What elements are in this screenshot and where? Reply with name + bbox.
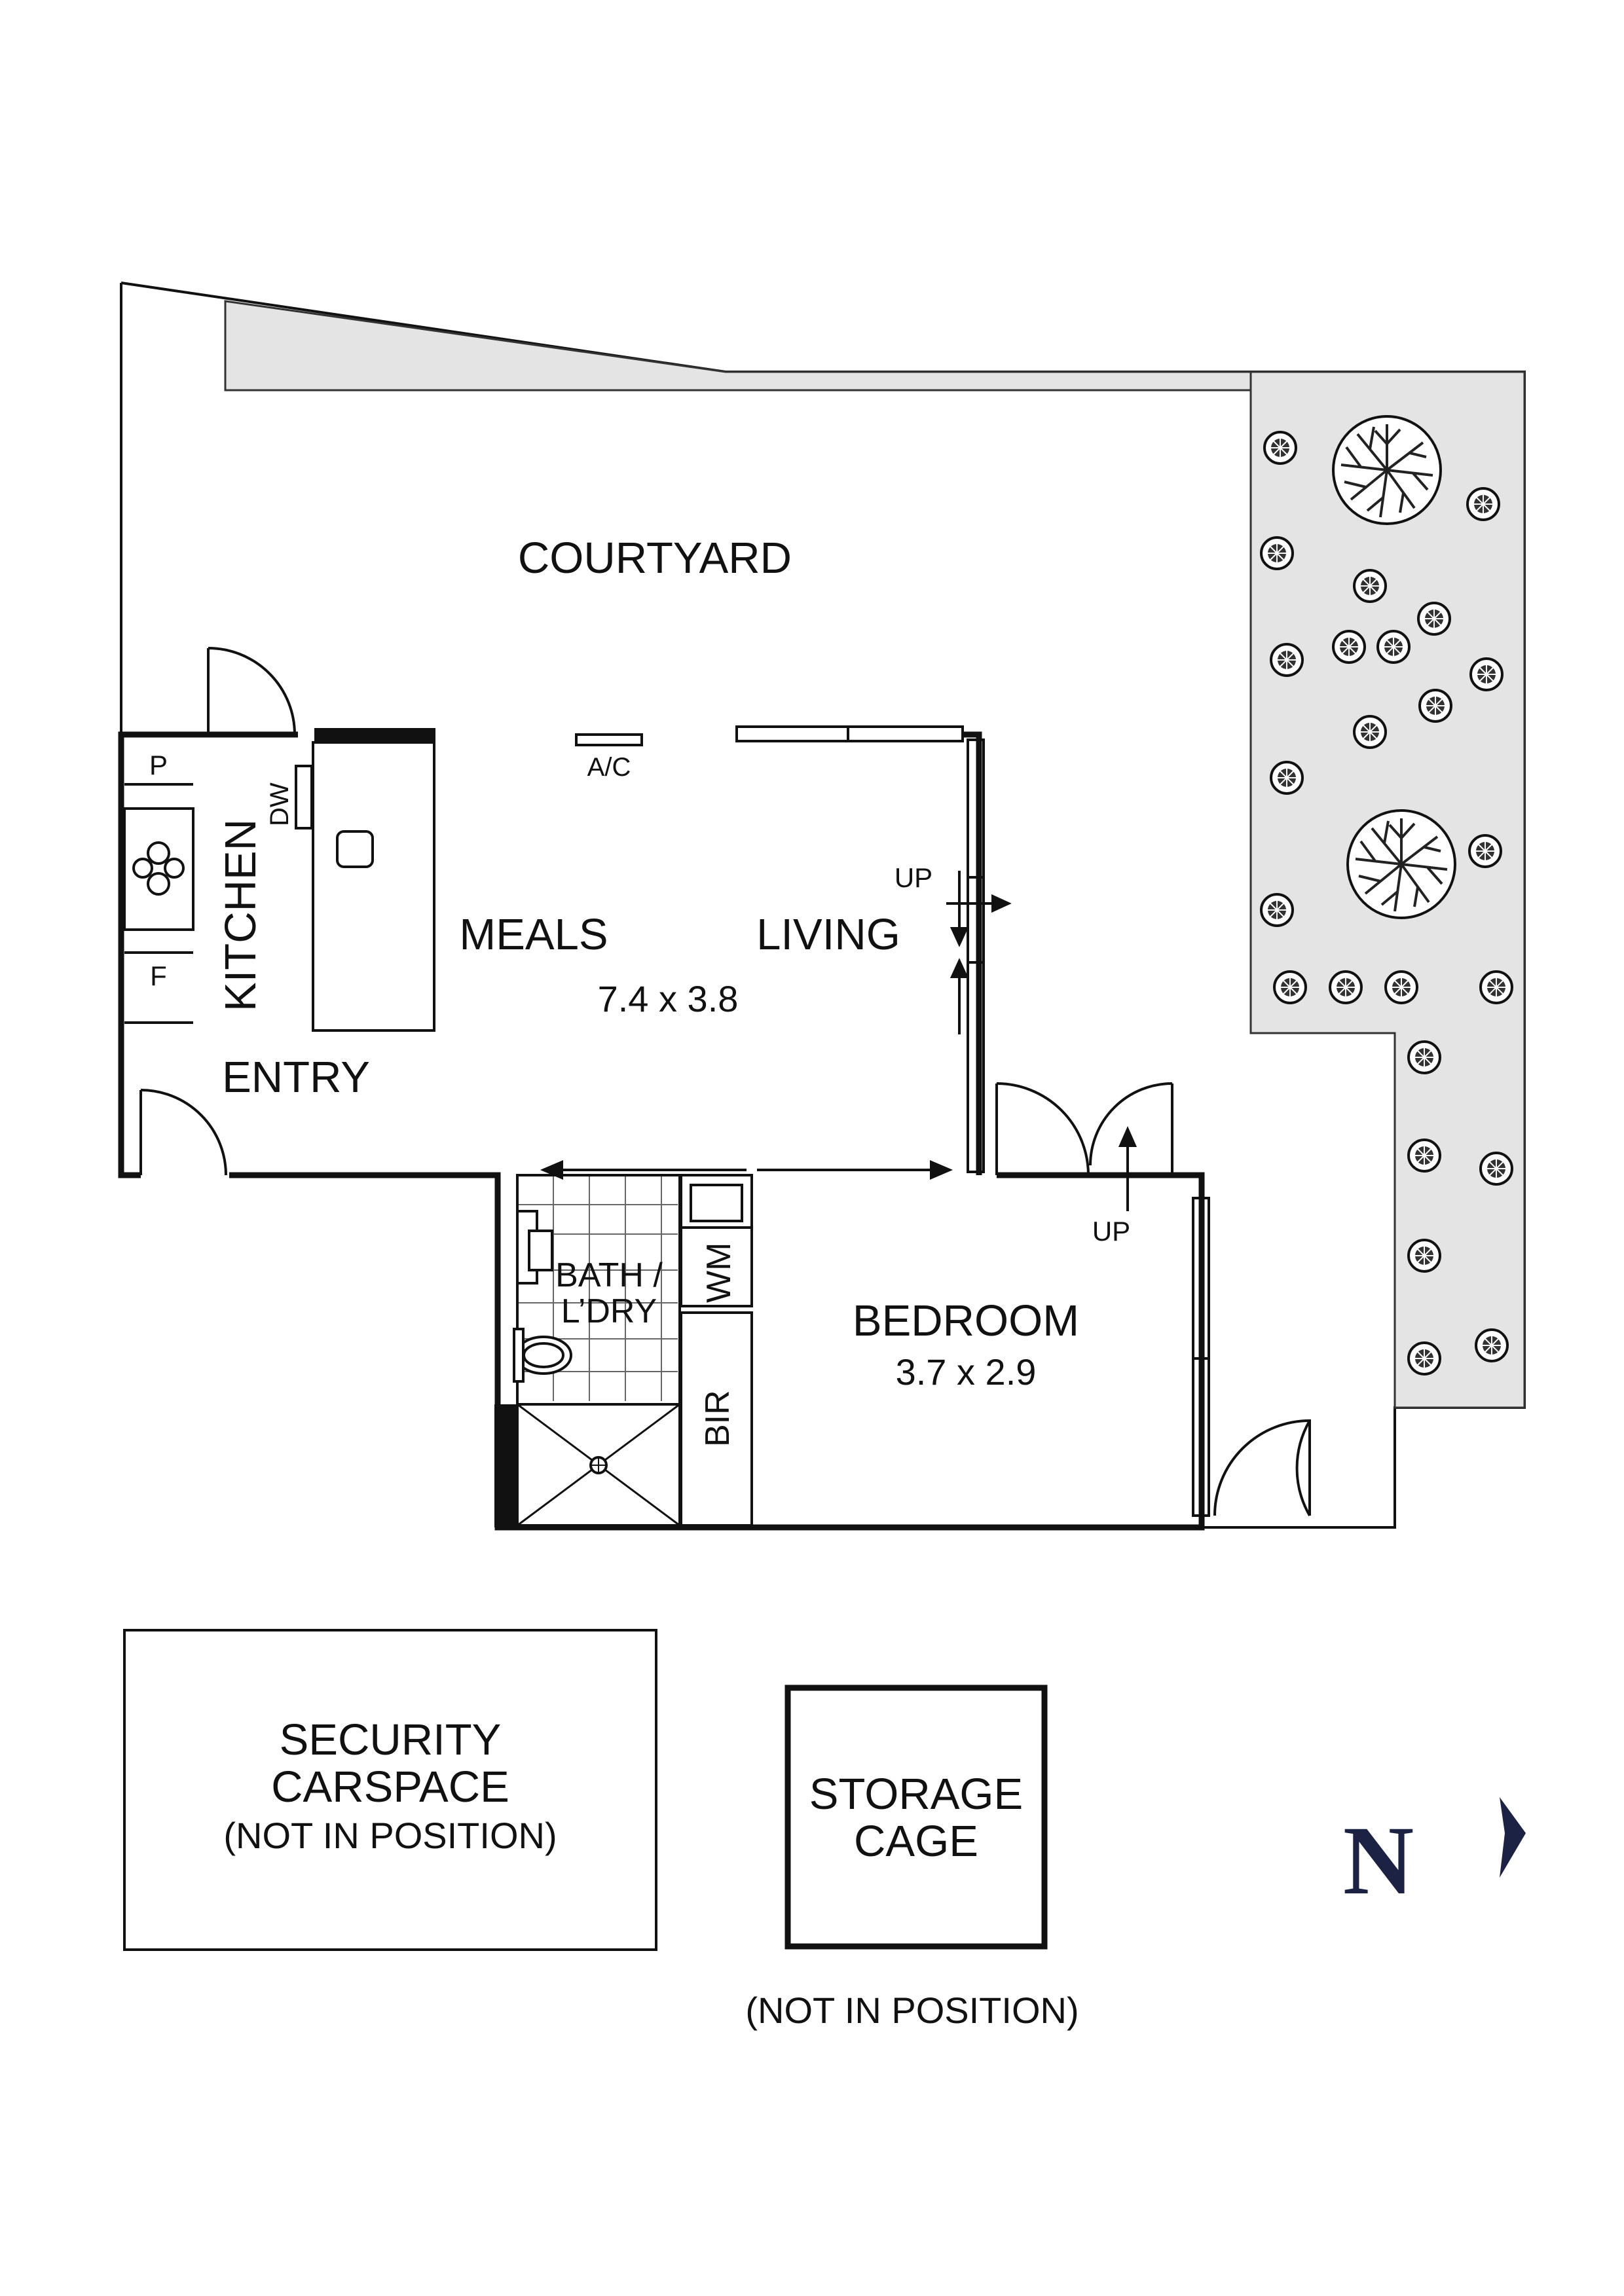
shrub-icon	[1329, 970, 1363, 1004]
courtyard-label: COURTYARD	[518, 534, 792, 583]
carspace-line2: CARSPACE	[271, 1762, 509, 1812]
tree-icon	[1346, 809, 1456, 919]
meals-label: MEALS	[459, 910, 608, 959]
shrub-icon	[1475, 1328, 1509, 1362]
pantry-label: P	[149, 750, 168, 780]
north-compass: N	[1343, 1797, 1526, 1915]
shrub-icon	[1353, 715, 1387, 749]
bathroom-tiles	[517, 1175, 678, 1401]
aircon-label: A/C	[587, 753, 631, 782]
shrub-icon	[1260, 893, 1294, 927]
main-dimensions: 7.4 x 3.8	[598, 978, 739, 1019]
bir-label: BIR	[699, 1390, 737, 1447]
living-up-label: UP	[895, 862, 932, 893]
shrub-icon	[1466, 487, 1500, 521]
living-label: LIVING	[756, 910, 900, 959]
shrub-icon	[1407, 1139, 1441, 1173]
shrub-icon	[1273, 970, 1307, 1004]
storage-note: (NOT IN POSITION)	[745, 1990, 1079, 2031]
bath-label-line2: L’DRY	[561, 1292, 657, 1330]
wm-label: WM	[700, 1243, 738, 1303]
shrub-icon	[1407, 1040, 1441, 1074]
storage-line2: CAGE	[854, 1817, 978, 1866]
courtyard-gate	[1213, 1419, 1311, 1516]
shrub-icon	[1407, 1239, 1441, 1273]
cooktop-icon	[132, 841, 185, 896]
shrub-icon	[1270, 643, 1304, 677]
shrub-icon	[1479, 1152, 1513, 1186]
courtyard-area	[120, 282, 1526, 1529]
bedroom-label: BEDROOM	[853, 1296, 1079, 1345]
shrub-icon	[1384, 970, 1418, 1004]
courtyard-grey-strip	[224, 300, 1252, 392]
shrub-icon	[1407, 1341, 1441, 1376]
shrub-icon	[1468, 834, 1502, 868]
north-letter: N	[1343, 1806, 1414, 1915]
bath-label-line1: BATH /	[555, 1256, 663, 1294]
entry-door	[139, 1089, 227, 1176]
dishwasher-label: DW	[265, 782, 294, 826]
living-windows	[735, 725, 1210, 1517]
north-arrow-icon	[1500, 1797, 1526, 1878]
tree-icon	[1332, 415, 1442, 525]
kitchen-label: KITCHEN	[216, 819, 265, 1011]
shrub-icon	[1469, 657, 1504, 691]
carspace-line3: (NOT IN POSITION)	[223, 1815, 557, 1856]
storage-line1: STORAGE	[809, 1770, 1023, 1819]
bir-robe	[680, 1311, 753, 1527]
bath-wall-solid	[494, 1404, 516, 1527]
kitchen-courtyard-door	[207, 647, 296, 735]
entry-label: ENTRY	[222, 1053, 370, 1102]
bedroom-french-doors	[995, 1082, 1173, 1176]
wall-solid-section	[314, 728, 435, 742]
carspace-line1: SECURITY	[280, 1715, 502, 1764]
direction-arrows	[540, 871, 1137, 1211]
bedroom-dimensions: 3.7 x 2.9	[896, 1351, 1037, 1393]
shrub-icon	[1260, 536, 1294, 570]
shrub-icon	[1417, 602, 1451, 636]
bathroom-fixtures	[513, 1174, 753, 1527]
bedroom-up-label: UP	[1092, 1216, 1130, 1247]
kitchen-fittings	[123, 733, 643, 1032]
shrub-icon	[1353, 569, 1387, 603]
shrub-icon	[1332, 630, 1366, 664]
carspace-box	[123, 1629, 657, 1951]
shrub-icon	[1263, 431, 1297, 465]
fridge-label: F	[150, 960, 167, 991]
shrub-icon	[1479, 970, 1513, 1004]
shrub-icon	[1418, 689, 1452, 723]
shrub-icon	[1270, 761, 1304, 795]
shrub-icon	[1376, 630, 1411, 664]
storage-cage-box	[784, 1685, 1048, 1950]
